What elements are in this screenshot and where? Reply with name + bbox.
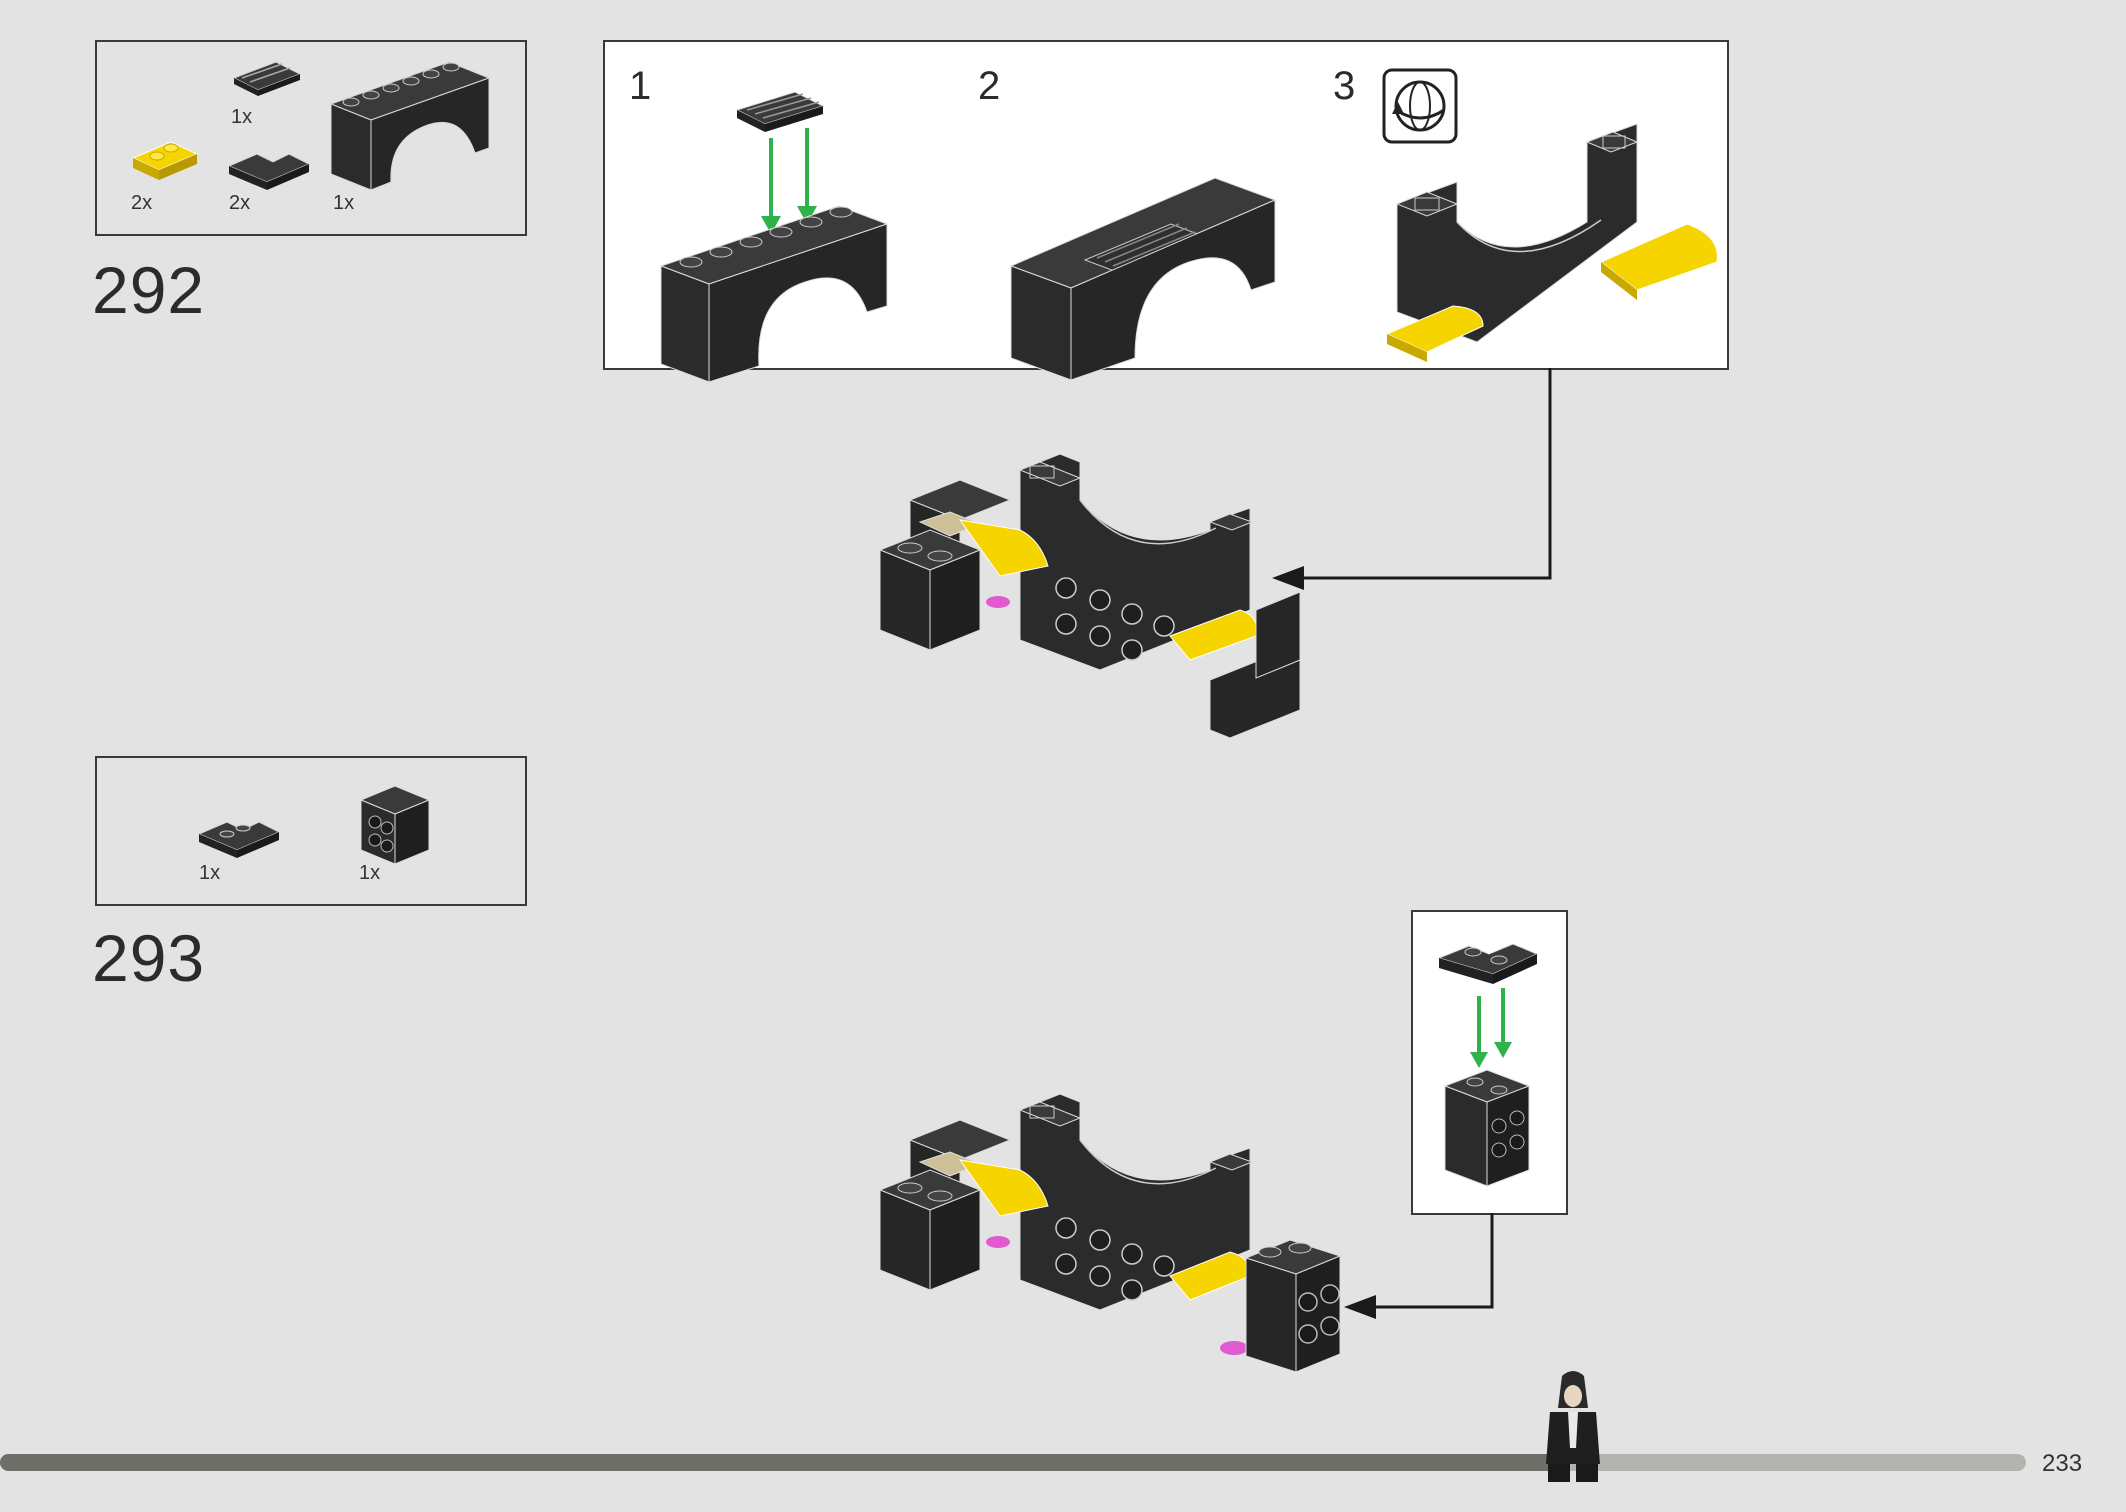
corner-plate-icon [227, 153, 311, 190]
callout-connector-293 [1344, 1213, 1494, 1319]
substep-number: 1 [629, 64, 652, 108]
yellow-slope-plate-icon [131, 141, 199, 180]
callout-connector-292 [1272, 368, 1552, 590]
part-qty: 2x [131, 192, 153, 214]
part-qty: 1x [333, 192, 355, 214]
subassembly-callout-292: 1 2 3 [603, 40, 1729, 383]
part-qty: 2x [229, 192, 251, 214]
model-step-292 [878, 453, 1301, 739]
grille-plate-icon [232, 61, 302, 96]
brick-side-studs-icon [359, 785, 431, 865]
step-number-293: 293 [92, 921, 206, 995]
callout-293-illustration [1437, 943, 1539, 1187]
parts-list-292: 1x 2x 2x 1x [95, 40, 527, 236]
rotate-model-icon [1382, 68, 1458, 144]
subassembly-callout-293 [1411, 910, 1568, 1215]
substep-number: 2 [978, 64, 1001, 108]
substep-3-illustration [1385, 123, 1718, 362]
part-qty: 1x [359, 862, 381, 884]
model-step-293 [878, 1093, 1342, 1373]
part-qty: 1x [231, 106, 253, 128]
substep-2-illustration [1009, 177, 1277, 381]
parts-list-293: 1x 1x [95, 756, 527, 906]
substep-1-illustration [659, 91, 889, 383]
substep-number: 3 [1333, 64, 1356, 108]
minifigure-icon [1546, 1371, 1600, 1482]
corner-plate-icon [197, 821, 281, 858]
progress-bar-fill [0, 1454, 1560, 1471]
step-number-292: 292 [92, 253, 206, 327]
page-number: 233 [2042, 1450, 2083, 1477]
arch-brick-icon [329, 61, 491, 191]
part-qty: 1x [199, 862, 221, 884]
